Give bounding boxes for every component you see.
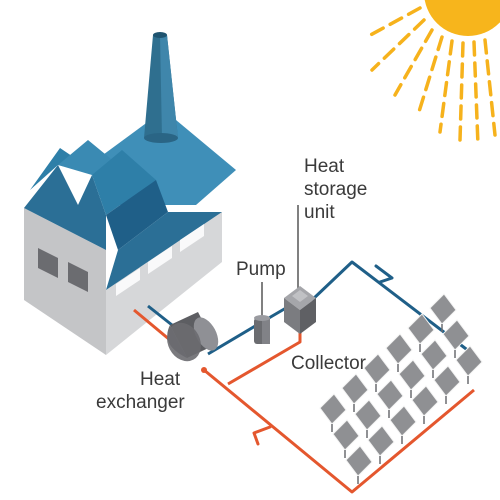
heat-exchanger-icon (167, 312, 219, 373)
factory-window (38, 248, 58, 278)
collector-panel (367, 425, 395, 457)
factory-icon (24, 110, 236, 355)
collector-panel (455, 345, 483, 377)
collector-panel (420, 339, 448, 371)
chimney-icon (144, 32, 178, 143)
collector-panel (345, 445, 373, 477)
heat-exchanger-label: Heat exchanger (96, 369, 185, 413)
collector-label: Collector (291, 353, 366, 374)
sun-icon (363, 0, 500, 147)
factory-window (68, 262, 88, 292)
collector-panel (332, 419, 360, 451)
collector-panel (389, 405, 417, 437)
collector-panel (429, 293, 457, 325)
collector-panel-icon (319, 293, 483, 484)
collector-panel (376, 379, 404, 411)
collector-panel (319, 393, 347, 425)
storage-unit-icon (284, 205, 316, 334)
collector-panel (354, 399, 382, 431)
flow-arrow-icon (252, 264, 394, 446)
collector-panel (407, 313, 435, 345)
heat-storage-label: Heat storage unit (304, 156, 368, 223)
collector-panel (433, 365, 461, 397)
collector-panel (411, 385, 439, 417)
pump-icon (254, 282, 270, 344)
collector-panel (442, 319, 470, 351)
collector-panel (385, 333, 413, 365)
collector-panel (398, 359, 426, 391)
collector-panel (341, 373, 369, 405)
pump-label: Pump (236, 259, 286, 280)
collector-panel (363, 353, 391, 385)
